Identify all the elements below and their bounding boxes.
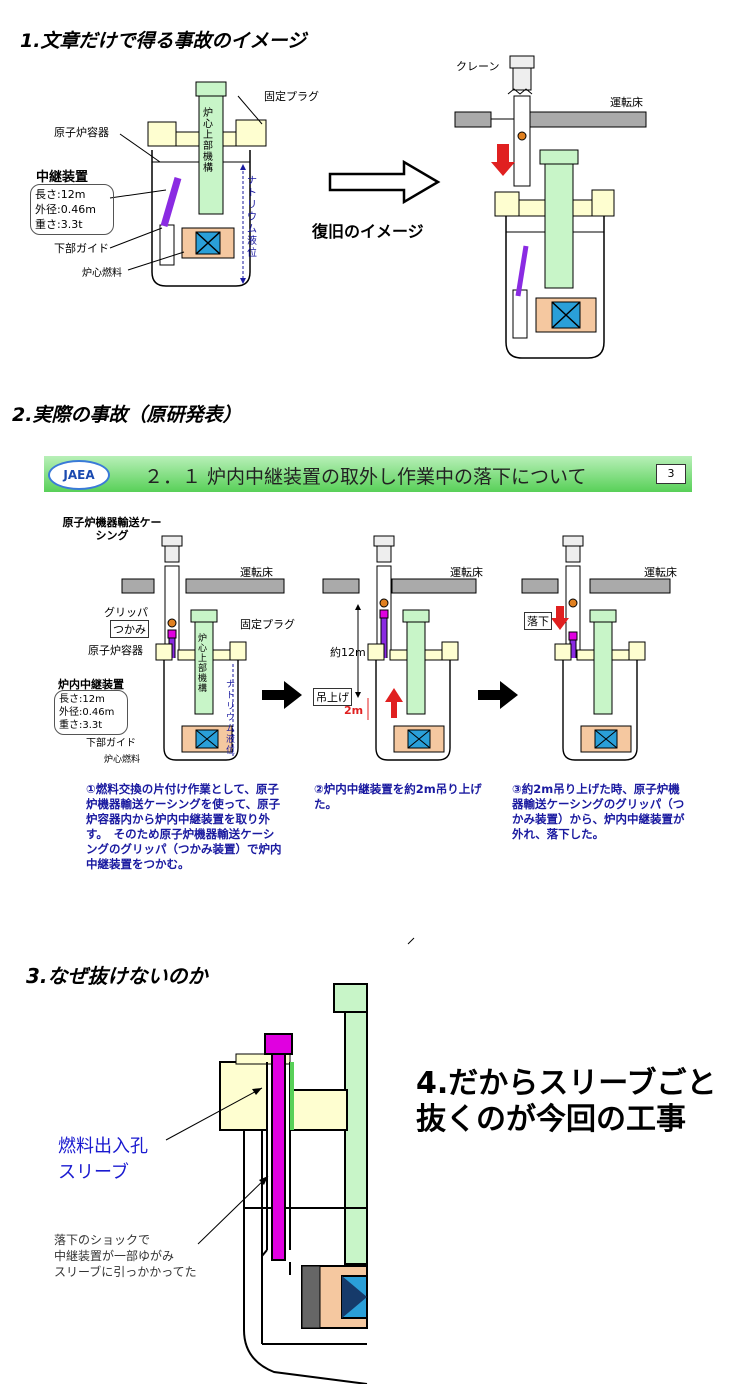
spec-length: 長さ:12m <box>35 188 86 201</box>
spec-box: 長さ:12m 外径:0.46m 重さ:3.3t <box>30 184 114 235</box>
jaea-logo: JAEA <box>48 460 110 490</box>
label-operating-floor: 運転床 <box>610 96 643 109</box>
step-2: ②炉内中継装置を約2m吊り上げた。 <box>314 782 482 811</box>
reactor-diagram-2 <box>121 535 671 761</box>
section1-heading: 1.文章だけで得る事故のイメージ <box>20 30 307 52</box>
sleeve-label-line2: スリーブ <box>58 1162 129 1183</box>
label-approx12m: 約12m <box>330 646 366 659</box>
section4-message: 4.だからスリーブごと 抜くのが今回の工事 <box>416 1066 716 1138</box>
label-lower-guide: 下部ガイド <box>54 242 109 255</box>
label-operating-floor-p1: 運転床 <box>240 566 273 579</box>
label-gripper: グリッパ <box>104 606 148 619</box>
label-fixed-plug: 固定プラグ <box>264 90 319 103</box>
label-lower-guide-p1: 下部ガイド <box>86 738 136 749</box>
label-relay-device: 中継装置 <box>36 170 89 185</box>
spec-diameter: 外径:0.46m <box>35 203 96 216</box>
slide-title: ２．１ 炉内中継装置の取外し作業中の落下について <box>144 466 587 488</box>
shock-note-line2: 中継装置が一部ゆがみ <box>54 1249 175 1263</box>
step-1: ①燃料交換の片付け作業として、原子炉機器輸送ケーシングを使って、原子炉容器内から… <box>86 782 282 871</box>
spec-length-p1: 長さ:12m <box>59 694 105 705</box>
label-operating-floor-p3: 運転床 <box>644 566 677 579</box>
spec-weight-p1: 重さ:3.3t <box>59 720 103 731</box>
label-sodium-level: ナトリウム液位 <box>247 176 257 259</box>
section2-heading: 2.実際の事故（原研発表） <box>12 404 242 426</box>
label-casing: 原子炉機器輸送ケーシング <box>62 516 162 542</box>
shock-note: 落下のショックで 中継装置が一部ゆがみ スリーブに引っかかってた <box>54 1232 197 1280</box>
label-fixed-plug-p1: 固定プラグ <box>240 618 295 631</box>
shock-note-line1: 落下のショックで <box>54 1233 151 1247</box>
label-crane: クレーン <box>456 60 500 73</box>
spec-box-p1: 長さ:12m 外径:0.46m 重さ:3.3t <box>54 690 128 735</box>
slide-page-number: 3 <box>656 464 686 484</box>
sleeve-label-line1: 燃料出入孔 <box>58 1136 148 1157</box>
label-upper-mech-p1: 炉心上部機構 <box>198 634 208 694</box>
label-upper-mech: 炉心上部機構 <box>203 108 213 174</box>
label-operating-floor-p2: 運転床 <box>450 566 483 579</box>
label-core-fuel-p1: 炉心燃料 <box>104 755 141 765</box>
label-grab: つかみ <box>110 620 149 638</box>
shock-note-line3: スリーブに引っかかってた <box>54 1265 197 1279</box>
label-reactor-vessel: 原子炉容器 <box>54 126 109 139</box>
sleeve-label: 燃料出入孔 スリーブ <box>58 1134 148 1186</box>
restore-label: 復旧のイメージ <box>312 222 424 241</box>
label-core-fuel: 炉心燃料 <box>82 268 122 279</box>
section4-line1: 4.だからスリーブごと <box>416 1066 717 1101</box>
label-lift: 吊上げ <box>313 688 352 706</box>
step-3: ③約2m吊り上げた時、原子炉機器輸送ケーシングのグリッパ（つかみ装置）から、炉内… <box>512 782 685 841</box>
reactor-diagram-1 <box>109 55 647 359</box>
section4-line2: 抜くのが今回の工事 <box>416 1102 686 1137</box>
label-fall: 落下 <box>524 612 552 630</box>
label-two-m: 2m <box>344 704 364 717</box>
label-reactor-vessel-p1: 原子炉容器 <box>88 644 143 657</box>
label-sodium-level-p1: ナトリウム液位 <box>226 680 236 756</box>
label-relay-device-p1: 炉内中継装置 <box>58 678 124 691</box>
spec-diameter-p1: 外径:0.46m <box>59 707 115 718</box>
spec-weight: 重さ:3.3t <box>35 218 83 231</box>
section3-heading: 3.なぜ抜けないのか <box>26 964 208 988</box>
slide-title-band: JAEA ２．１ 炉内中継装置の取外し作業中の落下について 3 <box>44 456 692 492</box>
